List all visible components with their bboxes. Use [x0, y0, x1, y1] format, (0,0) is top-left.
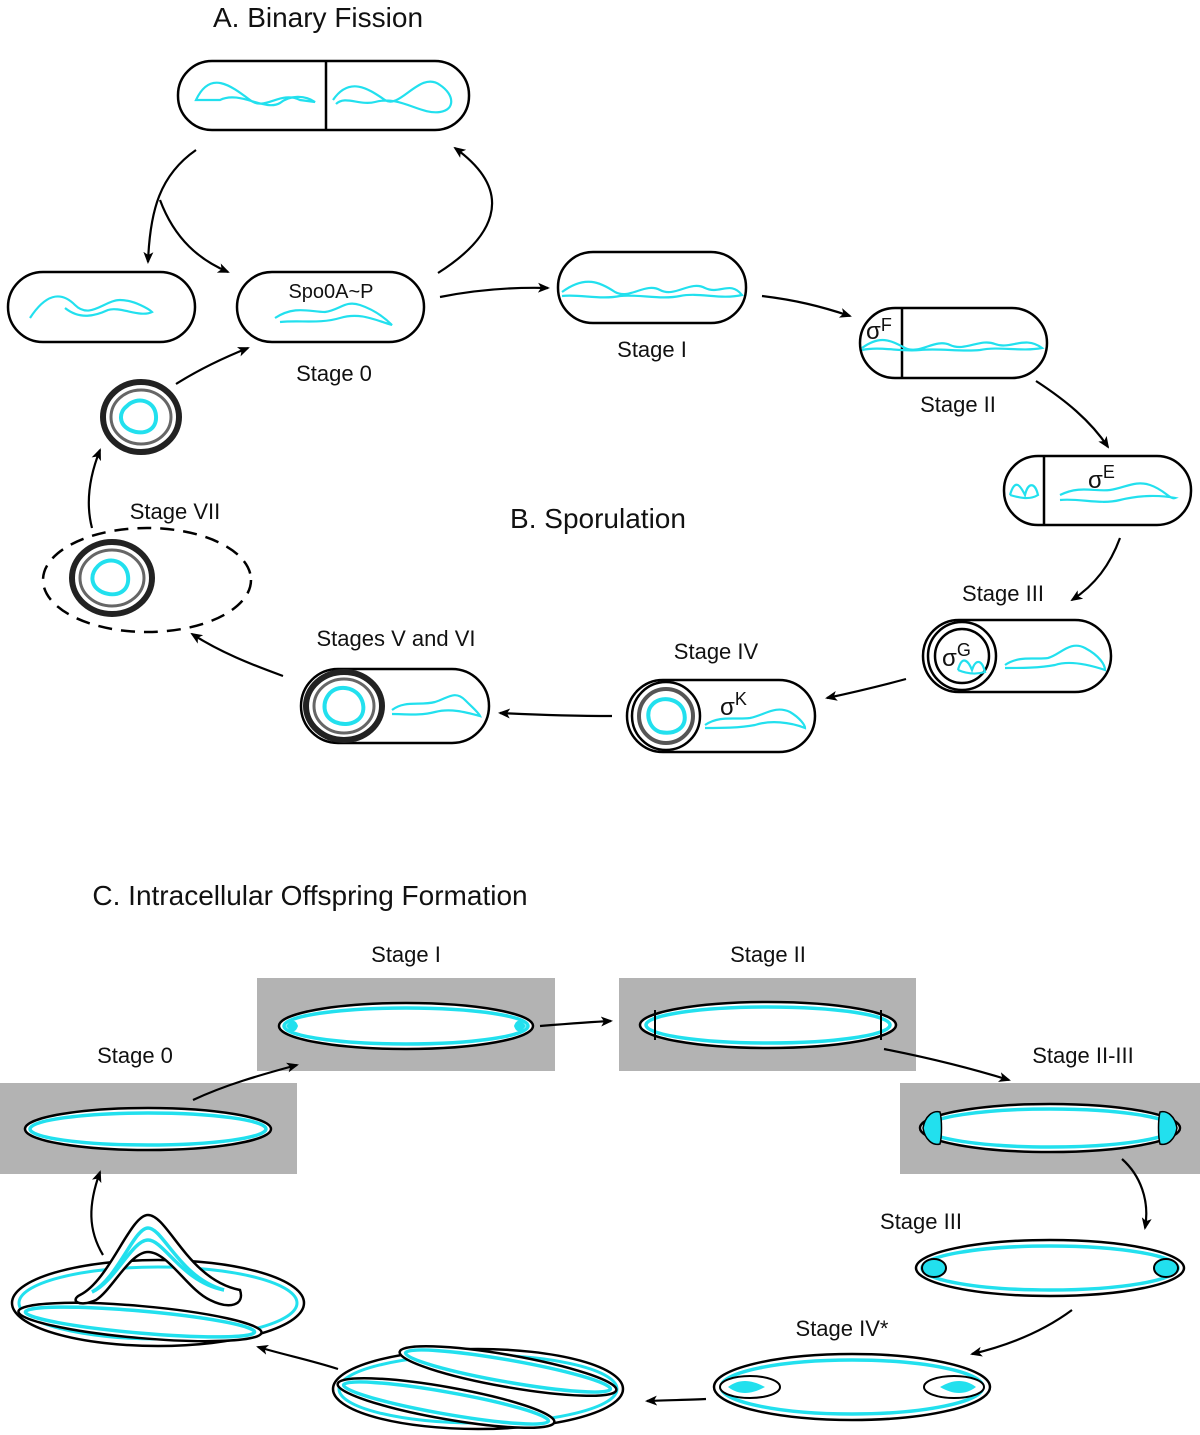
arrow-stage2-to-sigma-e	[1035, 380, 1110, 449]
c-cell-stage-0	[0, 1083, 297, 1174]
label-stage-1: Stage I	[617, 337, 687, 362]
c-label-stage-0: Stage 0	[97, 1043, 173, 1068]
c-arrow-stage1-to-stage2	[539, 1016, 613, 1028]
label-stage-2: Stage II	[920, 392, 996, 417]
arrow-stage1-to-stage2	[761, 294, 852, 318]
label-stage-0: Stage 0	[296, 361, 372, 386]
c-arrow-stage3-to-stage4	[970, 1309, 1073, 1357]
cell-stage-4: σK	[625, 678, 817, 754]
label-stage-7: Stage VII	[130, 499, 221, 524]
c-label-stage-3: Stage III	[880, 1209, 962, 1234]
section-title-sporulation: B. Sporulation	[510, 503, 686, 534]
c-cell-stage-2	[619, 978, 916, 1071]
sigma-f-label: σF	[866, 315, 892, 345]
c-arrow-stage4-to-offspring	[645, 1395, 707, 1406]
arrow-to-stage0	[158, 199, 230, 274]
c-label-stage-1: Stage I	[371, 942, 441, 967]
arrow-spore-to-stage0	[175, 346, 250, 385]
c-cell-stage-3	[914, 1238, 1186, 1298]
c-arrow-stage2-to-stage23	[883, 1047, 1011, 1082]
cell-stage-0: Spo0A~P	[235, 270, 426, 344]
daughter-cell	[6, 270, 197, 344]
c-cell-stage-1	[257, 978, 555, 1071]
spo0a-label: Spo0A~P	[288, 281, 373, 303]
sigma-k-label: σK	[720, 689, 747, 721]
c-label-stage-2-3: Stage II-III	[1032, 1043, 1134, 1068]
c-label-stage-2: Stage II	[730, 942, 806, 967]
c-arrow-stage0-to-stage1	[192, 1062, 299, 1101]
cell-stage-3: σG	[921, 618, 1113, 694]
c-arrow-stage23-to-stage3	[1121, 1158, 1152, 1230]
cell-stage-7	[41, 526, 253, 634]
section-title-binary-fission: A. Binary Fission	[213, 2, 423, 33]
cell-sigma-e: σE	[1002, 454, 1193, 527]
label-stage-4: Stage IV	[674, 639, 759, 664]
arrow-sigma-e-to-stage3	[1070, 537, 1122, 602]
free-spore	[100, 379, 182, 455]
label-stage-3: Stage III	[962, 581, 1044, 606]
c-label-stage-4: Stage IV*	[796, 1316, 889, 1341]
arrow-stage4-to-stage5	[498, 708, 613, 719]
c-arrow-release-to-stage0	[90, 1170, 104, 1256]
c-cell-release	[10, 1213, 306, 1348]
sigma-g-label: σG	[942, 640, 971, 672]
cell-stage-2: σF	[858, 306, 1049, 380]
c-cell-stage-4	[712, 1352, 992, 1422]
arrow-to-dividing	[437, 146, 494, 274]
cell-stage-1	[556, 250, 748, 325]
c-arrow-offspring-to-release	[256, 1345, 339, 1371]
arrow-stage7-to-spore	[87, 448, 102, 529]
c-cell-stage-2-3	[900, 1083, 1200, 1174]
cell-stage-5-6	[299, 667, 491, 745]
label-stage-5-6: Stages V and VI	[317, 626, 476, 651]
arrow-stage3-to-stage4	[825, 677, 907, 701]
section-title-intracellular: C. Intracellular Offspring Formation	[92, 880, 527, 911]
c-cell-two-offspring	[331, 1344, 625, 1431]
arrow-stage0-to-stage1	[439, 282, 550, 299]
arrow-stage5-to-stage7	[190, 632, 284, 678]
sigma-e-label: σE	[1088, 462, 1115, 494]
dividing-cell	[176, 59, 471, 132]
arrow-to-daughter	[143, 149, 197, 264]
